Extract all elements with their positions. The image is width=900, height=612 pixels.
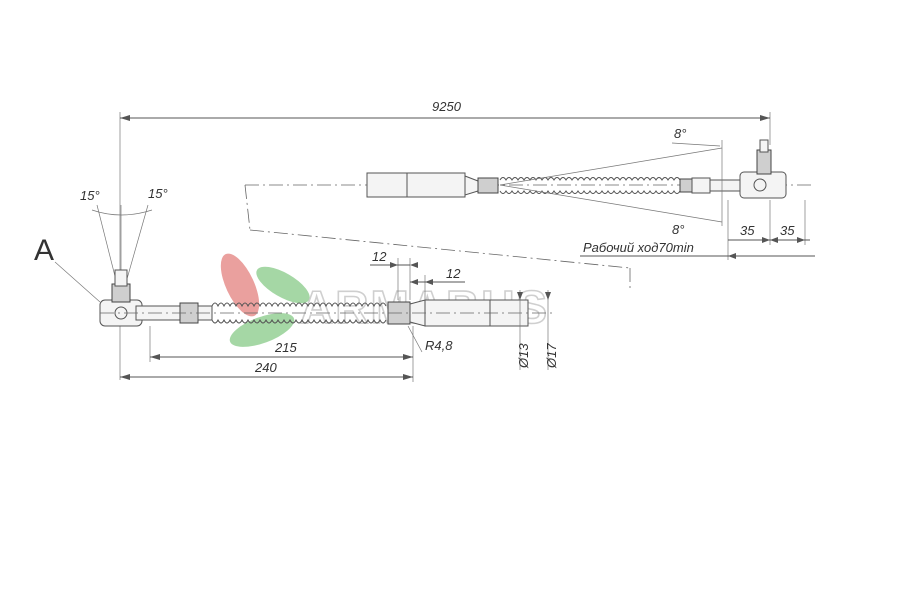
upper-view-assembly bbox=[245, 139, 815, 226]
angle-top-label: 8° bbox=[674, 126, 686, 141]
dimension-total-length-label: 9250 bbox=[432, 99, 462, 114]
angle-bottom-label: 8° bbox=[672, 222, 684, 237]
end-35-b-label: 35 bbox=[780, 223, 795, 238]
dimension-12 bbox=[370, 258, 465, 300]
dia-17-label: Ø17 bbox=[544, 343, 559, 369]
len-240-label: 240 bbox=[254, 360, 277, 375]
dimension-end-35 bbox=[580, 200, 815, 260]
watermark-red-leaf bbox=[220, 253, 260, 317]
dimension-lower-lengths bbox=[120, 326, 414, 382]
lower-view-assembly bbox=[91, 204, 555, 327]
dimension-total-length bbox=[119, 112, 771, 380]
angle-right-label: 15° bbox=[148, 186, 168, 201]
view-a-leader bbox=[54, 261, 101, 303]
end-35-a-label: 35 bbox=[740, 223, 755, 238]
watermark-logo bbox=[220, 253, 310, 347]
angle-left-label: 15° bbox=[80, 188, 100, 203]
watermark-green-leaf-bottom bbox=[229, 313, 295, 347]
dimension-diameters bbox=[517, 290, 551, 370]
len-12-a-label: 12 bbox=[372, 249, 387, 264]
projection-lines bbox=[244, 184, 631, 290]
view-label: A bbox=[34, 234, 54, 267]
radius-leader bbox=[407, 325, 423, 353]
watermark-green-leaf-top bbox=[256, 266, 310, 304]
len-12-b-label: 12 bbox=[446, 266, 461, 281]
working-stroke-label: Рабочий ход70min bbox=[583, 240, 694, 255]
radius-label: R4,8 bbox=[425, 338, 453, 353]
dia-13-label: Ø13 bbox=[516, 343, 531, 369]
len-215-label: 215 bbox=[274, 340, 297, 355]
